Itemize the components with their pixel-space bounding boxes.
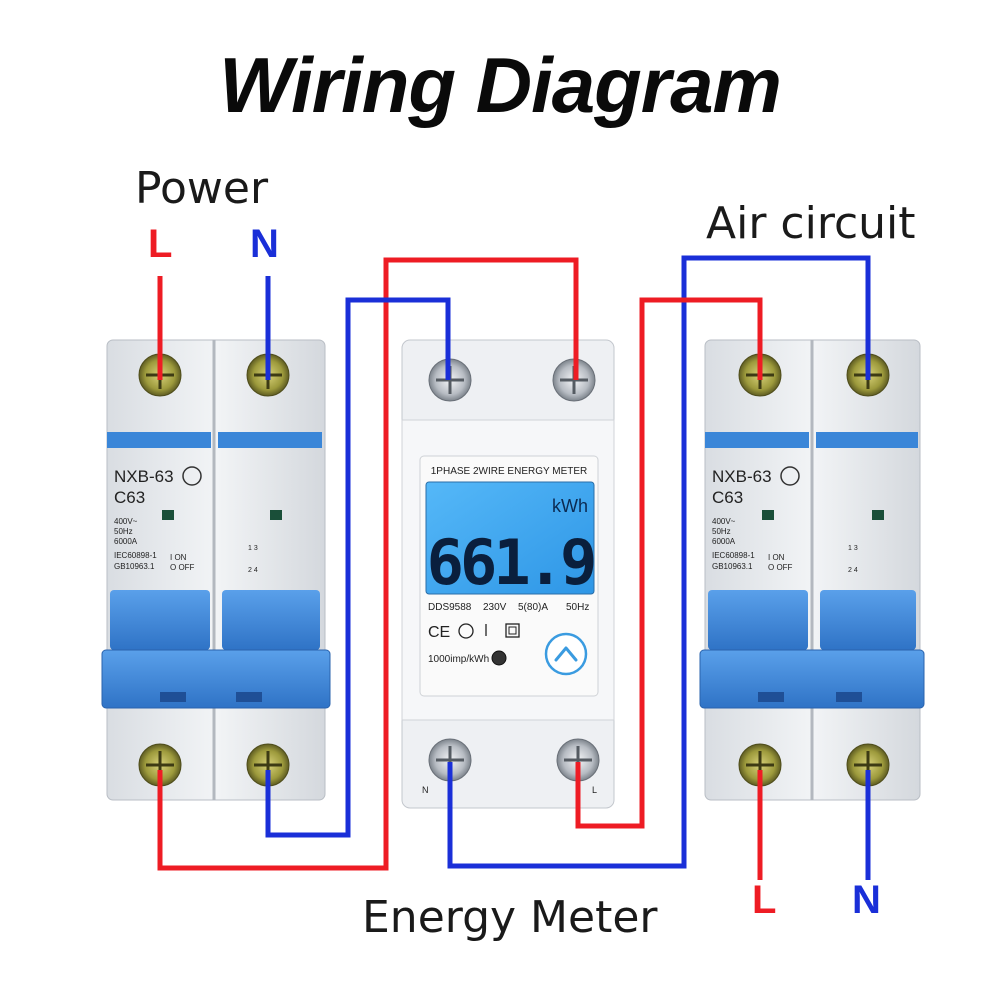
air-circuit-label: Air circuit [706, 198, 916, 249]
right-breaker-capacity: 6000A [712, 537, 736, 546]
power-live-label: L [148, 222, 173, 266]
meter-terminal-l: L [592, 785, 597, 795]
meter-to-breaker-neutral-wire [447, 255, 871, 869]
energy-meter-label: Energy Meter [362, 892, 658, 943]
ce-mark: CE [428, 624, 450, 641]
right-breaker-off-label: O OFF [768, 563, 793, 572]
breaker-to-meter-live-wire [157, 257, 579, 871]
chevron-up-icon [554, 646, 578, 662]
left-breaker-terminal-top: 1 3 [248, 545, 258, 552]
output-neutral-label: N [852, 878, 881, 922]
left-breaker-rating: C63 [114, 488, 145, 507]
left-breaker-standard-gb: GB10963.1 [114, 562, 155, 571]
meter-current: 5(80)A [518, 602, 548, 613]
meter-frequency: 50Hz [566, 602, 589, 613]
wires [157, 255, 871, 880]
right-breaker-frequency: 50Hz [712, 527, 731, 536]
left-breaker-model: NXB-63 [114, 467, 174, 486]
screw-icon [246, 743, 290, 787]
pulse-led-icon [491, 650, 507, 666]
meter-header: 1PHASE 2WIRE ENERGY METER [431, 466, 588, 477]
right-breaker-rating: C63 [712, 488, 743, 507]
energy-meter: 1PHASE 2WIRE ENERGY METER kWh 661.9 DDS9… [401, 339, 615, 809]
right-breaker-model: NXB-63 [712, 467, 772, 486]
screw-icon [738, 743, 782, 787]
power-label: Power [135, 163, 269, 214]
meter-impulse: 1000imp/kWh [428, 654, 489, 665]
screw-icon [138, 743, 182, 787]
left-breaker-frequency: 50Hz [114, 527, 133, 536]
meter-voltage: 230V [483, 602, 507, 613]
right-breaker-standard-iec: IEC60898-1 [712, 551, 755, 560]
right-breaker-standard-gb: GB10963.1 [712, 562, 753, 571]
left-breaker-terminal-bottom: 2 4 [248, 567, 258, 574]
right-breaker-terminal-bottom: 2 4 [848, 567, 858, 574]
double-insulation-icon [505, 623, 520, 638]
up-button[interactable] [544, 632, 588, 676]
left-breaker-capacity: 6000A [114, 537, 138, 546]
meter-unit: kWh [552, 496, 588, 516]
left-breaker-on-label: I ON [170, 553, 187, 562]
output-live-label: L [752, 878, 777, 922]
class-one-icon [458, 623, 474, 639]
meter-to-breaker-live-wire [575, 297, 763, 829]
breaker-to-meter-neutral-wire [265, 297, 451, 838]
left-breaker: NXB-63 C63 400V~ 50Hz 6000A IEC60898-1 G… [101, 339, 331, 801]
meter-terminal-n: N [422, 785, 429, 795]
left-breaker-standard-iec: IEC60898-1 [114, 551, 157, 560]
meter-reading: 661.9 [427, 526, 594, 599]
left-breaker-voltage: 400V~ [114, 517, 138, 526]
power-neutral-label: N [250, 222, 279, 266]
left-breaker-off-label: O OFF [170, 563, 195, 572]
diagram-title: Wiring Diagram [219, 41, 782, 129]
right-breaker-terminal-top: 1 3 [848, 545, 858, 552]
right-breaker-on-label: I ON [768, 553, 785, 562]
right-breaker-voltage: 400V~ [712, 517, 736, 526]
right-breaker: NXB-63 C63 400V~ 50Hz 6000A IEC60898-1 G… [699, 339, 925, 801]
meter-model: DDS9588 [428, 602, 472, 613]
